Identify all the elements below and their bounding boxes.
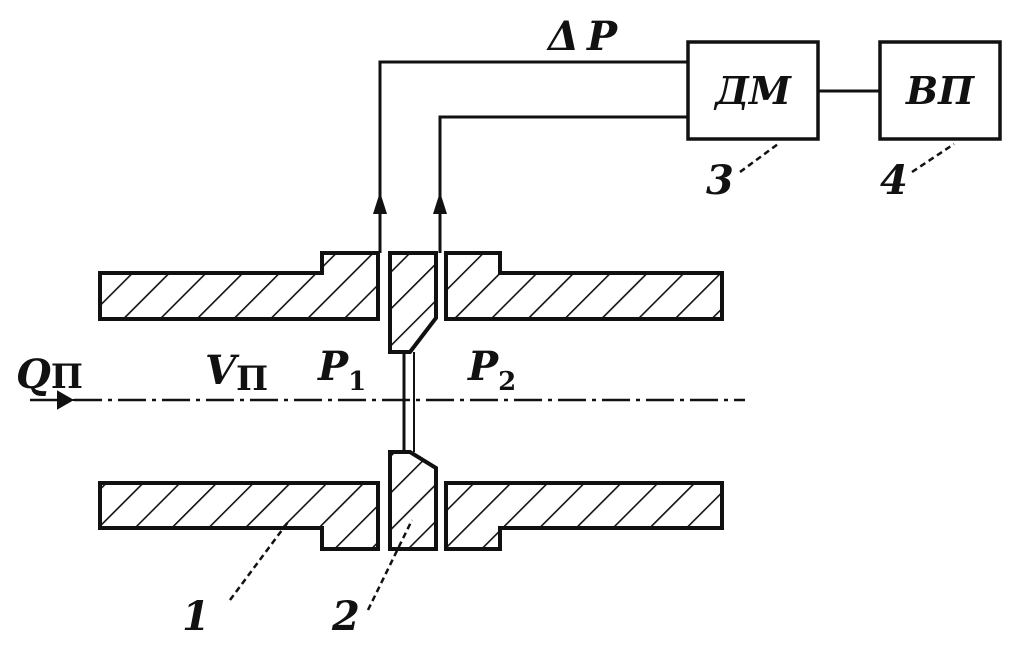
flow-q: Q	[16, 351, 51, 398]
vp-label: ВП	[905, 68, 975, 113]
p1-main: P	[317, 343, 350, 390]
leader-1	[228, 521, 290, 601]
dm-label: ДМ	[713, 68, 792, 113]
leader-lines	[228, 142, 955, 611]
p2-main: P	[467, 343, 500, 390]
orifice-number: 2	[331, 593, 360, 640]
pipe-number: 1	[182, 593, 210, 640]
flow-q-sub: П	[51, 357, 83, 397]
impulse-line-p2	[438, 115, 690, 253]
arrow-up-p1	[373, 192, 387, 214]
flow-label: QП	[16, 351, 83, 398]
upstream-pipe	[98, 251, 380, 551]
p2-label: P2	[467, 343, 516, 397]
dm-number: 3	[706, 157, 734, 204]
downstream-pipe-top-wall	[444, 251, 724, 321]
p1-label: P1	[317, 343, 366, 397]
p2-sub: 2	[498, 367, 516, 397]
downstream-pipe	[444, 251, 724, 551]
leader-3	[739, 142, 779, 174]
delta-p-letter: P	[586, 13, 619, 60]
upstream-pipe-top-wall	[98, 251, 380, 321]
velocity-label: VП	[205, 347, 268, 399]
orifice-plate-bottom	[388, 450, 438, 551]
p1-sub: 1	[348, 367, 366, 397]
vp-box	[878, 40, 1002, 141]
orifice-plate-top	[388, 251, 438, 354]
arrow-up-p2	[433, 192, 447, 214]
upstream-pipe-bottom-wall	[98, 481, 380, 551]
velocity-v-sub: П	[236, 359, 268, 399]
leader-2	[366, 519, 414, 611]
impulse-line-p1	[378, 60, 690, 253]
orifice-plate	[388, 251, 438, 551]
vp-number: 4	[880, 157, 908, 204]
velocity-v: V	[205, 347, 240, 394]
dm-box	[686, 40, 820, 141]
downstream-pipe-bottom-wall	[444, 481, 724, 551]
delta-symbol: Δ	[546, 13, 579, 60]
flow-arrow	[30, 390, 76, 410]
leader-4	[911, 142, 955, 174]
